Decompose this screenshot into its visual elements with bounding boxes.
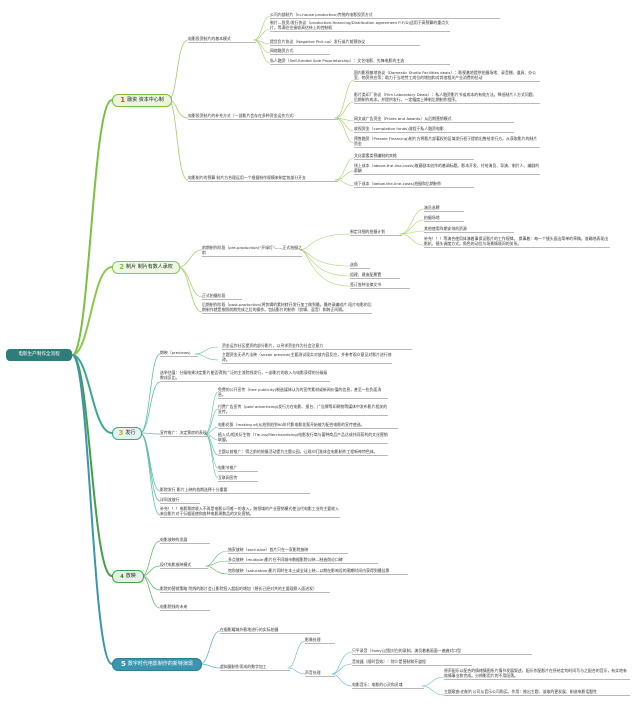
b1-s3-item[interactable]: 线上成本（above-the-line-costs)故意剧本创作的基调标题。影本…	[354, 163, 540, 175]
b4-modern-modes[interactable]: 现代电影放映模式	[160, 562, 208, 569]
b2-pre-item[interactable]: 签订各种法律文书	[350, 282, 410, 289]
b4-mode-item[interactable]: 多点放映（multiple)影片在不同城市数据影院公映—制造舆论口碑	[228, 557, 378, 564]
b1-s3-item[interactable]: 文化要素类预编制的宾格	[354, 153, 474, 160]
b3-promo-item[interactable]: 电影花絮（making of)从拍到拍到90年代影电影花絮开始被为配合电影的宣传…	[218, 422, 398, 429]
b2-pre-item[interactable]: 组建、建造配景置	[350, 272, 400, 279]
b3-promo-item[interactable]: 植入式/相关衍生物（Tie-ins/Merchandising)电影发行商与著种…	[218, 432, 388, 444]
branch-3-number: 3	[118, 429, 124, 437]
b1-budget[interactable]: 电影制片的预算 制片方合理运用一个根据制作规模来制定各部分开支	[188, 175, 338, 182]
b1-s3-item[interactable]: 线下成本（below-the-line-costs)拍摄和后期制作	[354, 181, 474, 188]
b1-s2-item[interactable]: 预售融资（Presale Financing)制片方将影片部著权的区域发行权于提…	[354, 136, 540, 148]
branch-2-label: 制片 制片有数人承权	[126, 264, 173, 270]
b3-promo-item[interactable]: 主题以前推广：得之前的前摄活动提为主题公园，让观众们准体会电影制作工程新神特色体…	[218, 449, 388, 456]
b3-promo-item[interactable]: 付费广告宣传（paid advertising)发行方在电影、报台、广告牌等印刷…	[218, 404, 388, 416]
branch-1-label: 融资 资本中心制	[127, 97, 164, 103]
branch-5-label: 数字时代电影制作的新特演现	[127, 661, 193, 667]
b1-basic-modes[interactable]: 电影投资制片的基本模式	[188, 36, 256, 43]
b2-plan-item[interactable]: 拍摄场地	[424, 215, 464, 222]
b5-digital-processing[interactable]: 虚拟摄制作而成的数字加工	[220, 664, 290, 671]
b2-plan-item[interactable]: 补充！！！等演合使用体演着事保证影片的工作规律。 换事着：每一个镜头面出简单的草…	[424, 236, 610, 248]
b1-s1-item[interactable]: 网络融资方式	[270, 48, 330, 55]
b1-s1-item[interactable]: 制片—投资/发行协议（production-financing/Distribu…	[270, 20, 450, 32]
b3-preview-item[interactable]: 资金运作社区提资的部分影片，以寻求资金作为社会注意力	[222, 343, 412, 350]
b3-promo-item[interactable]: 免费的公开宣传（free publicity)制造媒体认为的宣传素材或新闻价值的…	[218, 387, 388, 399]
b2-shooting-plan[interactable]: 制定详细的拍摄计划	[350, 229, 402, 236]
b2-shooting[interactable]: 正式拍摄阶段	[202, 293, 242, 300]
b2-postproduction[interactable]: 后期制作阶段（post-production)将剪辑的素材转开发行加工做到最。最…	[202, 302, 372, 314]
b1-s2-item[interactable]: 影片类印厂协议（Film Laboratory Deals）：私人融资影片节省成…	[354, 92, 540, 104]
b1-s1-item[interactable]: 提货负片协议（Negative Pick-up）发行或片前预协议	[270, 39, 420, 46]
b4-history[interactable]: 电影放映的发展	[160, 537, 210, 544]
b4-future[interactable]: 电影院线的未来	[160, 604, 210, 611]
b3-promotion[interactable]: 宣传推广：决定票房的表现	[160, 430, 210, 437]
branch-5-number: 5	[121, 660, 126, 668]
b5-film-music[interactable]: 电影音乐：电影的心灵和灵魂	[352, 682, 424, 689]
b5-music-item[interactable]: 原声配乐以配合的情绪情图所片情节发展叙述，配乐作配影片在所给定的时间写与之配合的…	[444, 668, 630, 680]
b4-mode-item[interactable]: 饱和放映（saturation)影片同时在本土或全球上映—以期在影响设的潮期时间…	[228, 568, 408, 575]
b3-promo-item[interactable]: 互联网宣传	[218, 475, 258, 482]
b1-s2-item[interactable]: 网文或广告资金（Prizes and Awards）从后期营销模式	[354, 116, 514, 123]
branch-1-number: 1	[120, 96, 126, 104]
b1-s1-item[interactable]: 公司内部制片（In-house production)传统的电影投资方式	[270, 12, 500, 19]
b2-pre-item[interactable]: 选角	[350, 262, 370, 269]
b1-s1-item[interactable]: 私人融资（Self-funded Sole Proprietorship）：文艺…	[270, 58, 450, 65]
b3-promo-item[interactable]: 电影节推广	[218, 465, 258, 472]
branch-2-number: 2	[119, 263, 125, 271]
b2-preproduction[interactable]: 前期制作阶段（pre-production)"开绿灯"——正式拍摄之前	[202, 245, 302, 257]
b3-other-release[interactable]: 详同流放行	[160, 497, 200, 504]
b5-location-shooting[interactable]: 在摄影耀城外影地进行的实际拍摄	[220, 627, 320, 634]
b2-plan-item[interactable]: 其他使用阵期安排的资源	[424, 226, 514, 233]
root-node[interactable]: 电影生产制作全流程	[6, 349, 72, 361]
branch-4-number: 4	[120, 574, 124, 580]
b5-sound-item[interactable]: 只平录音（Foley)过股对白的录制。演员着着画面一遍遍对口型	[352, 648, 532, 655]
b2-plan-item[interactable]: 演员选聘	[424, 205, 464, 212]
b1-s2-item[interactable]: 国内影视基地协议（Domestic Studio Facilities deal…	[354, 70, 540, 82]
b1-supplement-modes[interactable]: 电影投资制片的补充方式（一部影片会存在多种资金运作方式）	[188, 113, 338, 120]
b4-marketing[interactable]: 影院的营销策略 院线的影片会让影院投入超起的增加（想长已经对共的主要观察入面进发…	[160, 586, 330, 593]
b3-note[interactable]: 补充！！！电影票房收入不再是电影公司唯一的收入，跨领域的产业营销模式使当代电影工…	[160, 506, 340, 518]
branch-4-label: 放映	[125, 573, 136, 579]
b1-s2-item[interactable]: 收视资金（completion funds)流程于私人融资电影	[354, 126, 514, 133]
b5-sound-processing[interactable]: 声音处理	[305, 670, 335, 677]
b5-image-processing[interactable]: 影像处理	[305, 637, 335, 644]
b4-mode-item[interactable]: 独家放映（exclusive）首片只在一家影院放映	[228, 547, 348, 554]
b5-sound-item[interactable]: 音效器（随时音效）：除少是营制和开道程	[352, 659, 472, 666]
b5-music-item[interactable]: 主题歌曲:由制片公司从音乐公司购买。作用：推出主题、该故的更发展、制造电影话题性	[444, 689, 630, 696]
b3-previews[interactable]: 期映（previews)	[160, 350, 198, 357]
branch-3-label: 发行	[125, 430, 136, 436]
b3-preview-item[interactable]: 主题资金无评片法映（sneak preview)主要测试现实对放内容反应，并参考…	[222, 352, 392, 364]
b3-rating[interactable]: 选举估值：分级结果决定影片能否得到广泛的主流院线发行，一部影片的收入与电影获得的…	[160, 370, 330, 382]
b3-theatrical-release[interactable]: 影院发行 影片上映的档期选择十分重要	[160, 487, 310, 494]
